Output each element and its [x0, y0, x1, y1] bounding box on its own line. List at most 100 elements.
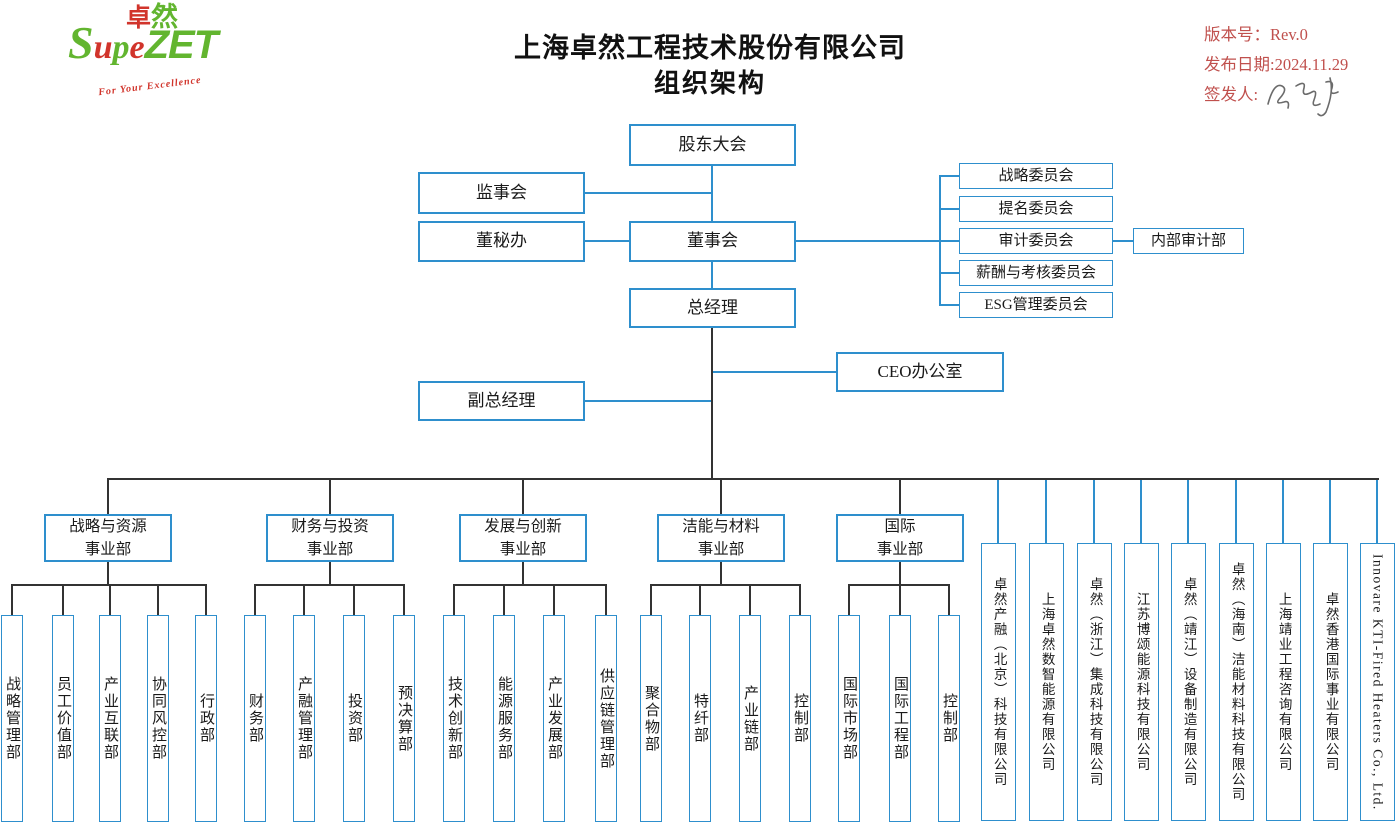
division-box-4-label: 国际	[884, 517, 916, 535]
page-subtitle: 组织架构	[653, 69, 766, 98]
connector-line	[585, 240, 629, 242]
division-box-4: 国际事业部	[836, 514, 964, 562]
division-box-2: 发展与创新事业部	[459, 514, 587, 562]
committee-box-3: 薪酬与考核委员会	[959, 260, 1113, 286]
logo-letter-p: p	[112, 29, 130, 66]
connector-line	[329, 562, 331, 585]
subsidiary-box-5-label: 卓然（海南）洁能材料科技有限公司	[1229, 562, 1245, 802]
logo-letter-s: S	[68, 17, 94, 68]
committee-box-1: 提名委员会	[959, 196, 1113, 222]
box-board-of-directors: 董事会	[629, 221, 796, 262]
connector-line	[11, 586, 13, 615]
connector-line	[941, 304, 959, 306]
connector-line	[799, 586, 801, 615]
committee-box-2: 审计委员会	[959, 228, 1113, 254]
division-box-3-label: 事业部	[697, 541, 745, 558]
connector-line	[62, 586, 64, 615]
box-general-manager-label: 总经理	[687, 297, 738, 317]
connector-line	[329, 480, 331, 514]
logo-letter-e: e	[129, 29, 145, 66]
connector-line	[699, 586, 701, 615]
subsidiary-box-7-label: 卓然香港国际事业有限公司	[1323, 592, 1339, 772]
committee-box-1-label: 提名委员会	[998, 201, 1074, 217]
department-box-3-3: 控制部	[789, 615, 811, 822]
division-box-0: 战略与资源事业部	[44, 514, 172, 562]
division-box-0-label: 战略与资源	[69, 517, 147, 535]
division-box-4-label: 事业部	[876, 541, 924, 558]
subsidiary-box-8-label: Innovare KTI-Fired Heaters Co., Ltd.	[1370, 553, 1386, 811]
connector-line	[712, 371, 836, 373]
committee-box-4-label: ESG管理委员会	[984, 297, 1088, 313]
connector-line	[585, 400, 712, 402]
box-ceo-office: CEO办公室	[836, 352, 1004, 392]
logo-hanzi-ran: 然	[151, 2, 179, 32]
subsidiary-box-7: 卓然香港国际事业有限公司	[1313, 543, 1348, 821]
logo-letters-zet: ZET	[144, 23, 219, 67]
department-box-1-1-label: 产融管理部	[296, 676, 312, 761]
connector-line	[254, 586, 256, 615]
department-box-3-2-label: 产业链部	[742, 684, 758, 753]
subsidiary-box-3: 江苏博颂能源科技有限公司	[1124, 543, 1159, 821]
connector-line	[1140, 480, 1142, 543]
connector-line	[711, 328, 713, 480]
division-box-1-label: 事业部	[306, 541, 354, 558]
connector-line	[997, 480, 999, 543]
subsidiary-box-4-label: 卓然（靖江）设备制造有限公司	[1181, 577, 1197, 787]
subsidiary-box-6: 上海靖业工程咨询有限公司	[1266, 543, 1301, 821]
connector-line	[720, 562, 722, 585]
department-box-4-2: 控制部	[938, 615, 960, 822]
division-box-0-label: 事业部	[84, 541, 132, 558]
box-supervisory-board-label: 监事会	[476, 182, 527, 202]
page-title: 上海卓然工程技术股份有限公司	[514, 33, 906, 63]
department-box-2-1-label: 能源服务部	[496, 676, 512, 761]
department-box-1-2-label: 投资部	[346, 693, 362, 744]
connector-line	[109, 586, 111, 615]
committee-box-4: ESG管理委员会	[959, 292, 1113, 318]
signature	[1267, 77, 1339, 117]
connector-line	[711, 166, 713, 221]
department-box-2-0-label: 技术创新部	[446, 676, 462, 761]
doc-meta: 版本号：Rev.0 发布日期:2024.11.29 签发人:	[1204, 20, 1348, 118]
subsidiary-box-2-label: 卓然（浙江）集成科技有限公司	[1087, 577, 1103, 787]
box-board-secretary-office: 董秘办	[418, 221, 585, 262]
connector-line	[157, 586, 159, 615]
connector-line	[1376, 480, 1378, 543]
division-box-1: 财务与投资事业部	[266, 514, 394, 562]
connector-line	[453, 584, 607, 586]
committee-box-3-label: 薪酬与考核委员会	[975, 265, 1096, 281]
connector-line	[650, 584, 801, 586]
department-box-3-2: 产业链部	[739, 615, 761, 822]
connector-line	[205, 586, 207, 615]
department-box-3-1: 特纤部	[689, 615, 711, 822]
box-board-secretary-office-label: 董秘办	[476, 231, 527, 251]
connector-line	[939, 175, 941, 306]
connector-line	[848, 584, 950, 586]
connector-line	[948, 586, 950, 615]
connector-line	[899, 562, 901, 585]
subsidiary-box-2: 卓然（浙江）集成科技有限公司	[1077, 543, 1112, 821]
subsidiary-box-6-label: 上海靖业工程咨询有限公司	[1276, 592, 1292, 772]
department-box-0-2-label: 产业互联部	[102, 676, 118, 761]
connector-line	[107, 480, 109, 514]
department-box-4-1: 国际工程部	[889, 615, 911, 822]
connector-line	[711, 262, 713, 288]
box-internal-audit-dept-label: 内部审计部	[1150, 233, 1226, 249]
department-box-4-2-label: 控制部	[941, 693, 957, 744]
box-supervisory-board: 监事会	[418, 172, 585, 214]
version-label: 版本号：Rev.0	[1204, 25, 1308, 44]
connector-line	[848, 586, 850, 615]
connector-line	[1329, 480, 1331, 543]
connector-line	[1235, 480, 1237, 543]
department-box-2-2: 产业发展部	[543, 615, 565, 822]
box-ceo-office-label: CEO办公室	[877, 361, 963, 381]
connector-line	[553, 586, 555, 615]
connector-line	[522, 480, 524, 514]
box-shareholders-meeting: 股东大会	[629, 124, 796, 166]
connector-line	[749, 586, 751, 615]
department-box-3-1-label: 特纤部	[692, 693, 708, 744]
department-box-1-0-label: 财务部	[247, 693, 263, 744]
connector-line	[1093, 480, 1095, 543]
division-box-2-label: 发展与创新	[484, 517, 562, 535]
department-box-2-2-label: 产业发展部	[546, 676, 562, 761]
department-box-0-4: 行政部	[195, 615, 217, 822]
